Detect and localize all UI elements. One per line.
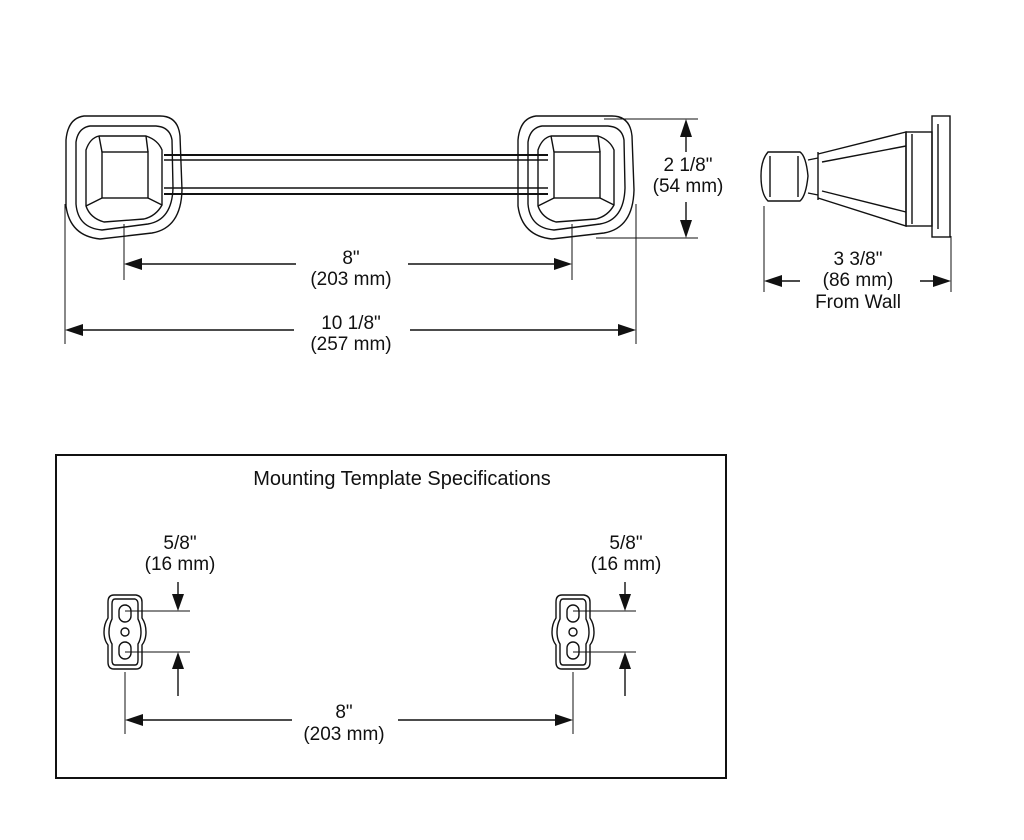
center-distance-metric: (203 mm) xyxy=(303,724,384,745)
projection-metric: (86 mm) xyxy=(823,270,894,291)
dimension-overall-width: 10 1/8" (257 mm) xyxy=(65,313,636,355)
dimension-center-distance: 8" (203 mm) xyxy=(124,672,574,745)
left-hole-spacing-metric: (16 mm) xyxy=(145,554,216,575)
front-view xyxy=(64,115,698,344)
dimension-projection: 3 3/8" (86 mm) From Wall xyxy=(764,249,951,313)
dimension-inner-width: 8" (203 mm) xyxy=(124,248,572,290)
projection-note: From Wall xyxy=(815,292,901,313)
side-view xyxy=(760,115,952,292)
mounting-template-box: Mounting Template Specifications xyxy=(55,454,727,779)
overall-width-metric: (257 mm) xyxy=(310,334,391,355)
dimension-right-hole-spacing: 5/8" (16 mm) xyxy=(573,533,661,696)
inner-width-metric: (203 mm) xyxy=(310,269,391,290)
right-post xyxy=(517,115,635,240)
dimension-height: 2 1/8" (54 mm) xyxy=(653,119,724,238)
bar-rod xyxy=(164,154,548,195)
right-hole-spacing-metric: (16 mm) xyxy=(591,554,662,575)
overall-width-imperial: 10 1/8" xyxy=(321,313,381,334)
right-hole-spacing-imperial: 5/8" xyxy=(609,533,642,554)
left-hole-spacing-imperial: 5/8" xyxy=(163,533,196,554)
left-mounting-bracket xyxy=(103,594,147,670)
mounting-template-title: Mounting Template Specifications xyxy=(253,468,551,490)
dimension-left-hole-spacing: 5/8" (16 mm) xyxy=(125,533,215,696)
inner-width-imperial: 8" xyxy=(342,248,359,269)
right-mounting-bracket xyxy=(551,594,595,670)
height-imperial: 2 1/8" xyxy=(663,155,712,176)
left-post xyxy=(65,115,183,240)
projection-imperial: 3 3/8" xyxy=(833,249,882,270)
height-metric: (54 mm) xyxy=(653,176,724,197)
center-distance-imperial: 8" xyxy=(335,702,352,723)
